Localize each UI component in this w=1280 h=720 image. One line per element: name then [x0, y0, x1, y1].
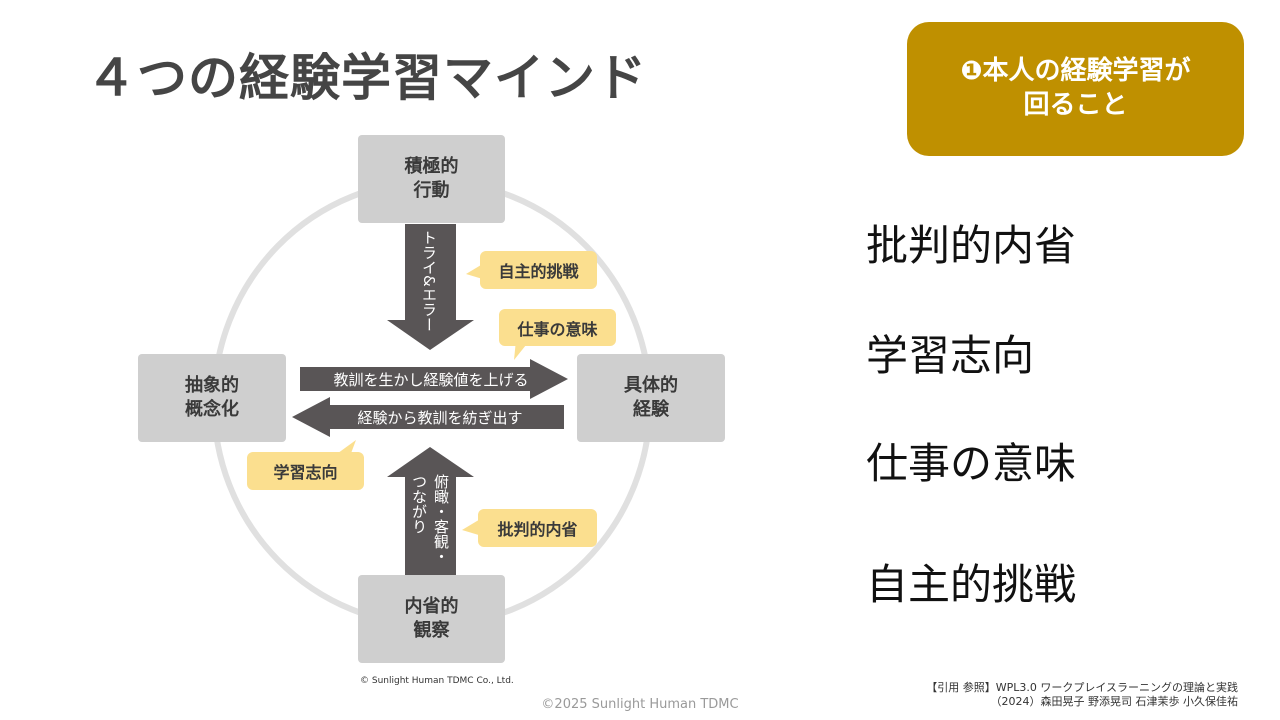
callout-gakushu: 学習志向	[247, 452, 364, 490]
footer-copyright: ©2025 Sunlight Human TDMC	[541, 697, 739, 712]
arrow-left-label: 経験から教訓を紡ぎ出す	[357, 408, 523, 427]
arrow-up-label-col1: 俯瞰・客観・	[432, 474, 450, 564]
node-active-action-line1: 積極的	[404, 155, 459, 177]
callout-jishu: 自主的挑戦	[480, 251, 597, 289]
section-badge: ❶本人の経験学習が 回ること	[907, 22, 1244, 156]
node-concrete-line1: 具体的	[624, 374, 678, 396]
citation-line1: 【引用 参照】WPL3.0 ワークプレイスラーニングの理論と実践	[926, 681, 1238, 694]
keyword-1: 批判的内省	[866, 221, 1077, 270]
arrow-up-label-col2: つながり	[410, 474, 428, 534]
node-reflective-line1: 内省的	[404, 595, 459, 617]
arrow-down-label: トライ&エラー	[420, 230, 438, 332]
keyword-2: 学習志向	[866, 331, 1035, 380]
node-reflective-observation: 内省的 観察	[358, 575, 505, 663]
arrow-left	[292, 397, 564, 437]
node-concrete-experience: 具体的 経験	[577, 354, 725, 442]
badge-line1: ❶本人の経験学習が	[960, 56, 1191, 87]
callout-hihan: 批判的内省	[478, 509, 597, 547]
callout-tail-hihan	[462, 518, 482, 536]
arrow-right	[300, 359, 568, 399]
page-title: ４つの経験学習マインド	[86, 49, 647, 107]
keyword-3: 仕事の意味	[866, 439, 1077, 488]
keyword-4: 自主的挑戦	[866, 560, 1077, 609]
arrow-up	[387, 447, 474, 575]
node-reflective-line2: 観察	[413, 620, 450, 641]
node-concrete-line2: 経験	[633, 399, 669, 420]
arrow-up-label: 俯瞰・客観・ つながり	[408, 474, 454, 574]
citation-line2: （2024）森田晃子 野添晃司 石津茉歩 小久保佳祐	[990, 695, 1238, 709]
citation: 【引用 参照】WPL3.0 ワークプレイスラーニングの理論と実践 （2024）森…	[926, 681, 1238, 710]
callout-shigoto: 仕事の意味	[499, 309, 616, 346]
arrow-right-label: 教訓を生かし経験値を上げる	[333, 370, 529, 389]
node-abstract-line1: 抽象的	[185, 374, 239, 396]
node-abstract-conceptualization: 抽象的 概念化	[138, 354, 286, 442]
arrow-down	[387, 224, 474, 350]
diagram-copyright: © Sunlight Human TDMC Co., Ltd.	[360, 676, 514, 686]
node-abstract-line2: 概念化	[185, 399, 239, 420]
node-active-action: 積極的 行動	[358, 135, 505, 223]
node-active-action-line2: 行動	[413, 180, 450, 201]
badge-line2: 回ること	[1023, 90, 1128, 120]
